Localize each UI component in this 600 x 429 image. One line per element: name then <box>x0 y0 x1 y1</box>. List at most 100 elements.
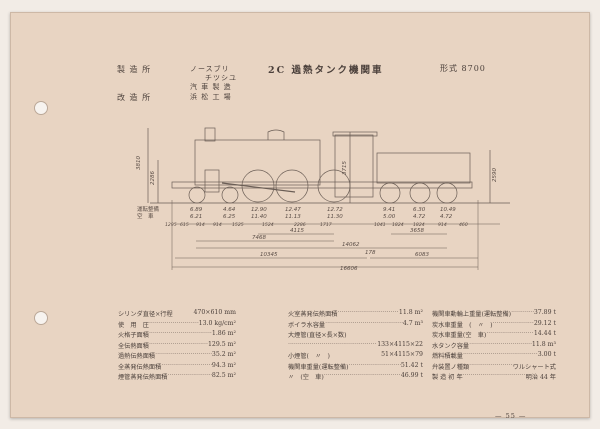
dim-label: 178 <box>365 250 376 256</box>
spec-row: 過熱伝熱面積35.2 m² <box>118 351 236 360</box>
leader-dots <box>325 320 403 329</box>
axle-load-label: 11.13 <box>285 214 301 220</box>
spec-value: 3.00 t <box>537 351 556 358</box>
steam-dome <box>267 129 285 140</box>
axle-load-label: 9.41 <box>383 207 395 213</box>
spec-row: 機関車動輪上重量(運転整備) 37.89 t <box>432 309 556 318</box>
spec-value: 470×610 mm <box>193 309 236 316</box>
spec-label: ボイラ水容量 <box>288 321 326 329</box>
spec-label: 火室蒸発伝熱面積 <box>288 311 338 318</box>
height-label: 3715 <box>342 161 348 175</box>
spec-label: 全伝熱面積 <box>118 342 149 350</box>
spec-label: 機関車動輪上重量(運転整備) <box>432 311 512 318</box>
spec-label: 小煙管( 〃 ) <box>288 353 330 360</box>
spacing-label: 615 <box>180 222 189 228</box>
spec-label: 炭水車重量 ( 〃 ) <box>432 321 493 329</box>
spec-value: ワルシャート式 <box>512 363 556 371</box>
binder-hole <box>34 101 48 115</box>
smokestack <box>204 127 216 142</box>
cylinder <box>204 169 220 193</box>
spec-row: 大煙管(直径×長×数) <box>288 330 423 339</box>
binder-hole <box>34 311 48 325</box>
height-label: 2590 <box>492 168 498 182</box>
spacing-label: 1525 <box>232 222 244 228</box>
axle-load-label: 11.30 <box>327 214 343 220</box>
maker-3: 汽 車 製 造 <box>190 83 232 91</box>
spec-row: 使 用 圧 13.0 kg/cm² <box>118 320 236 329</box>
axle-load-label: 6.25 <box>223 214 236 220</box>
leader-dots <box>511 309 534 318</box>
spec-label: 大煙管(直径×長×数) <box>288 332 347 339</box>
model-number: 形式 8700 <box>440 64 486 73</box>
axle-load-label: 5.00 <box>383 214 396 220</box>
spacing-label: 1295 <box>165 222 177 228</box>
spec-row: 水タンク容量11.8 m³ <box>432 341 556 350</box>
leader-dots <box>149 341 208 350</box>
spacing-label: 1824 <box>392 222 404 228</box>
spec-value: 13.0 kg/cm² <box>198 319 236 327</box>
leader-dots <box>469 362 513 371</box>
spacing-label: 914 <box>213 222 222 228</box>
spec-row: 煙管蒸発伝熱面積 82.5 m² <box>118 372 236 381</box>
spec-row: 火室蒸発伝熱面積 11.8 m² <box>288 309 423 318</box>
spec-value: 51×4115×79 <box>381 351 423 358</box>
spec-label: 炭水車重量(空 車) <box>432 332 487 339</box>
spacing-label: 1717 <box>320 222 332 228</box>
connecting-rod <box>221 182 296 193</box>
axle-load-label: 12.72 <box>327 207 343 213</box>
axle-load-label: 6.30 <box>413 207 426 213</box>
spec-value: 82.5 m² <box>211 372 236 379</box>
leader-dots <box>149 330 212 339</box>
axle-load-label: 11.40 <box>251 214 267 220</box>
spec-row: 機関車重量(運転整備)51.42 t <box>288 362 423 371</box>
axle-load-label: 10.49 <box>440 207 456 213</box>
leader-dots <box>463 351 538 360</box>
axle-load-label: 4.72 <box>440 214 453 220</box>
spec-row: 全伝熱面積129.5 m² <box>118 341 236 350</box>
dim-label: 6083 <box>415 252 429 258</box>
spec-value: 51.42 t <box>400 361 423 369</box>
axle-load-label: 12.90 <box>251 207 267 213</box>
spec-label: 煙管蒸発伝熱面積 <box>118 374 168 381</box>
spec-row: 炭水車重量(空 車) 14.44 t <box>432 330 556 339</box>
leader-dots <box>168 372 212 381</box>
spec-label: 水タンク容量 <box>432 342 470 350</box>
spec-value: 11.8 m² <box>398 309 423 316</box>
leader-dots <box>288 341 377 348</box>
height-label: 3810 <box>136 156 142 170</box>
leader-dots <box>469 341 532 350</box>
dim-label: 16606 <box>340 266 358 272</box>
spec-row: 小煙管( 〃 ) 51×4115×79 <box>288 351 423 360</box>
spec-value: 14.44 t <box>533 330 556 337</box>
leader-dots <box>324 372 401 381</box>
spec-value: 133×4115×22 <box>377 340 423 348</box>
dim-label: 14062 <box>342 242 360 248</box>
spec-value: 37.89 t <box>533 309 556 316</box>
spec-value: 94.3 m² <box>211 361 236 369</box>
spacing-label: 914 <box>438 222 447 228</box>
dim-label: 3658 <box>410 228 424 234</box>
axle-load-label: 4.64 <box>223 207 236 213</box>
leader-dots <box>349 362 401 371</box>
wheels <box>188 169 458 204</box>
spec-label: 過熱伝熱面積 <box>118 353 156 360</box>
leader-dots <box>155 351 212 360</box>
spec-row: 製 造 初 年明治 44 年 <box>432 372 556 381</box>
dim-label: 7468 <box>252 235 266 241</box>
spacing-label: 914 <box>196 222 205 228</box>
spec-row: 〃 (空 車)46.99 t <box>288 372 423 381</box>
tender-tank <box>376 152 471 184</box>
cab-roof <box>332 131 378 137</box>
spec-value: 明治 44 年 <box>525 374 556 381</box>
spec-row: 燃料積載量3.00 t <box>432 351 556 360</box>
axle-load-label: 4.72 <box>413 214 426 220</box>
spec-value: 29.12 t <box>533 319 556 327</box>
height-label: 2286 <box>150 171 156 185</box>
frame <box>171 181 473 189</box>
spacing-label: 460 <box>459 222 468 228</box>
leader-dots <box>338 309 399 318</box>
spec-row: 火格子面積1.86 m² <box>118 330 236 339</box>
rebuilder-label: 改 造 所 <box>117 93 152 102</box>
spec-label: 使 用 圧 <box>118 321 149 329</box>
